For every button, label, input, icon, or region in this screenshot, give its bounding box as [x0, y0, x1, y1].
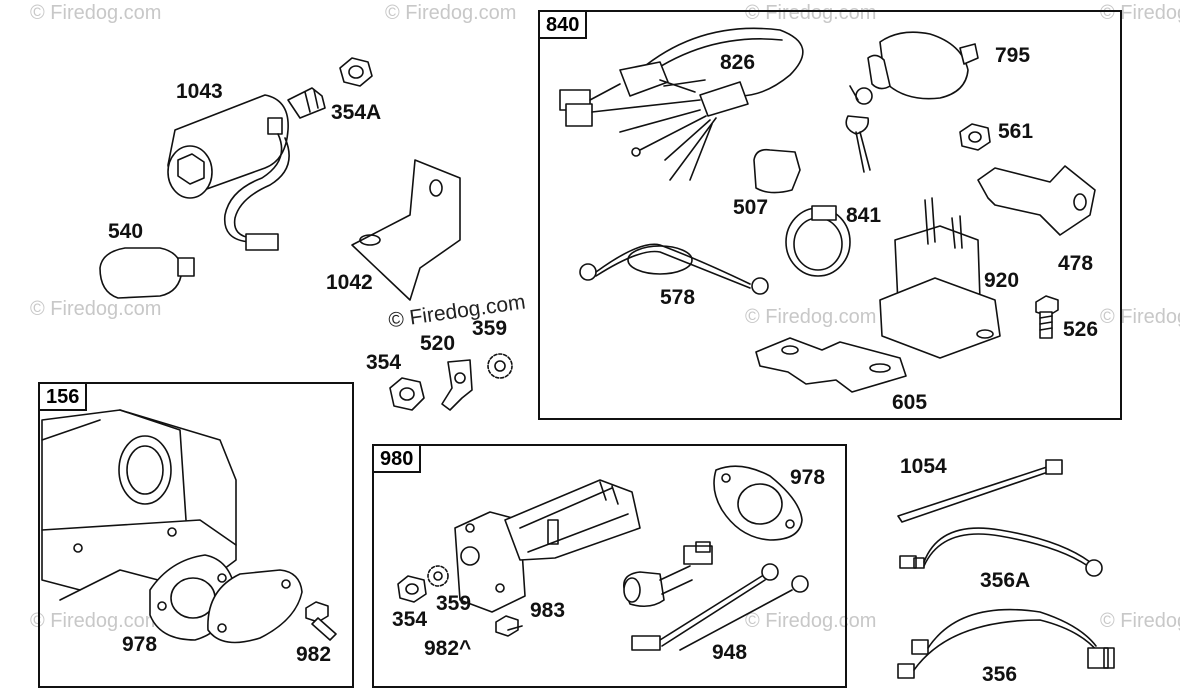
- part-label-354: 354: [392, 608, 428, 631]
- cable-356: [898, 610, 1114, 678]
- part-label-1054: 1054: [900, 455, 947, 478]
- part-label-540: 540: [108, 220, 144, 243]
- engine-block-156: [42, 410, 236, 600]
- part-label-841: 841: [846, 204, 882, 227]
- clamp-841: [786, 206, 850, 276]
- part-label-1043: 1043: [176, 80, 223, 103]
- nut-561: [960, 124, 990, 150]
- watermark: © Firedog.com: [745, 2, 877, 24]
- watermark: © Firedog.com: [1100, 610, 1180, 632]
- watermark: © Firedog.com: [745, 610, 877, 632]
- cable-948: [632, 564, 808, 650]
- watermark: © Firedog.com: [745, 306, 877, 328]
- part-label-526: 526: [1063, 318, 1099, 341]
- part-label-982: 982: [296, 643, 332, 666]
- washer-359-mid: [428, 566, 448, 586]
- nut-354-top: [390, 378, 424, 410]
- cover-540: [100, 248, 194, 298]
- terminal-520: [442, 360, 472, 410]
- part-label-520: 520: [420, 332, 456, 355]
- group-box-840: 840: [538, 10, 1122, 420]
- nut-354A: [340, 58, 372, 86]
- group-tag: 156: [38, 382, 88, 411]
- part-label-605: 605: [892, 391, 928, 414]
- part-label-826: 826: [720, 51, 756, 74]
- starter-solenoid-1043: [168, 88, 325, 250]
- bolt-526: [1036, 296, 1058, 338]
- bracket-1042: [352, 160, 460, 300]
- group-tag: 840: [538, 10, 588, 39]
- group-tag: 980: [372, 444, 422, 473]
- part-label-507: 507: [733, 196, 769, 219]
- tie-strap-1054: [898, 460, 1062, 522]
- wire-harness-826: [560, 28, 803, 180]
- part-label-354A: 354A: [331, 101, 382, 124]
- bracket-605: [756, 338, 906, 392]
- ground-strap-578: [580, 244, 768, 294]
- part-label-948: 948: [712, 641, 748, 664]
- part-label-983: 983: [530, 599, 566, 622]
- cover-478: [978, 166, 1095, 235]
- part-label-982A: 982^: [424, 637, 472, 660]
- watermark: © Firedog.com: [30, 2, 162, 24]
- ignition-switch-795: [846, 32, 978, 172]
- starter-motor-980: [455, 480, 640, 612]
- watermark: © Firedog.com: [385, 2, 517, 24]
- part-label-578: 578: [660, 286, 696, 309]
- part-label-795: 795: [995, 44, 1031, 67]
- nut-354-mid: [398, 576, 426, 602]
- switch-983: [624, 542, 712, 606]
- watermark: © Firedog.com: [30, 298, 162, 320]
- part-label-356: 356: [982, 663, 1018, 686]
- part-label-978: 978: [122, 633, 158, 656]
- group-box-980: 980: [372, 444, 847, 688]
- part-label-356A: 356A: [980, 569, 1031, 592]
- part-label-561: 561: [998, 120, 1034, 143]
- part-label-359: 359: [436, 592, 472, 615]
- part-label-354: 354: [366, 351, 402, 374]
- lockwasher-359: [488, 354, 512, 378]
- cable-356A: [900, 528, 1102, 576]
- part-label-978: 978: [790, 466, 826, 489]
- gasket-978-mid: [714, 466, 802, 540]
- group-box-156: 156: [38, 382, 354, 688]
- bolt-982-left: [306, 602, 336, 640]
- part-label-359: 359: [472, 317, 508, 340]
- watermark: © Firedog.com: [30, 610, 162, 632]
- part-label-1042: 1042: [326, 271, 373, 294]
- part-label-478: 478: [1058, 252, 1094, 275]
- part-label-920: 920: [984, 269, 1020, 292]
- boot-507: [754, 150, 800, 193]
- plate-156: [208, 570, 302, 643]
- bolt-982A-mid: [496, 616, 522, 636]
- solenoid-920: [880, 198, 1000, 358]
